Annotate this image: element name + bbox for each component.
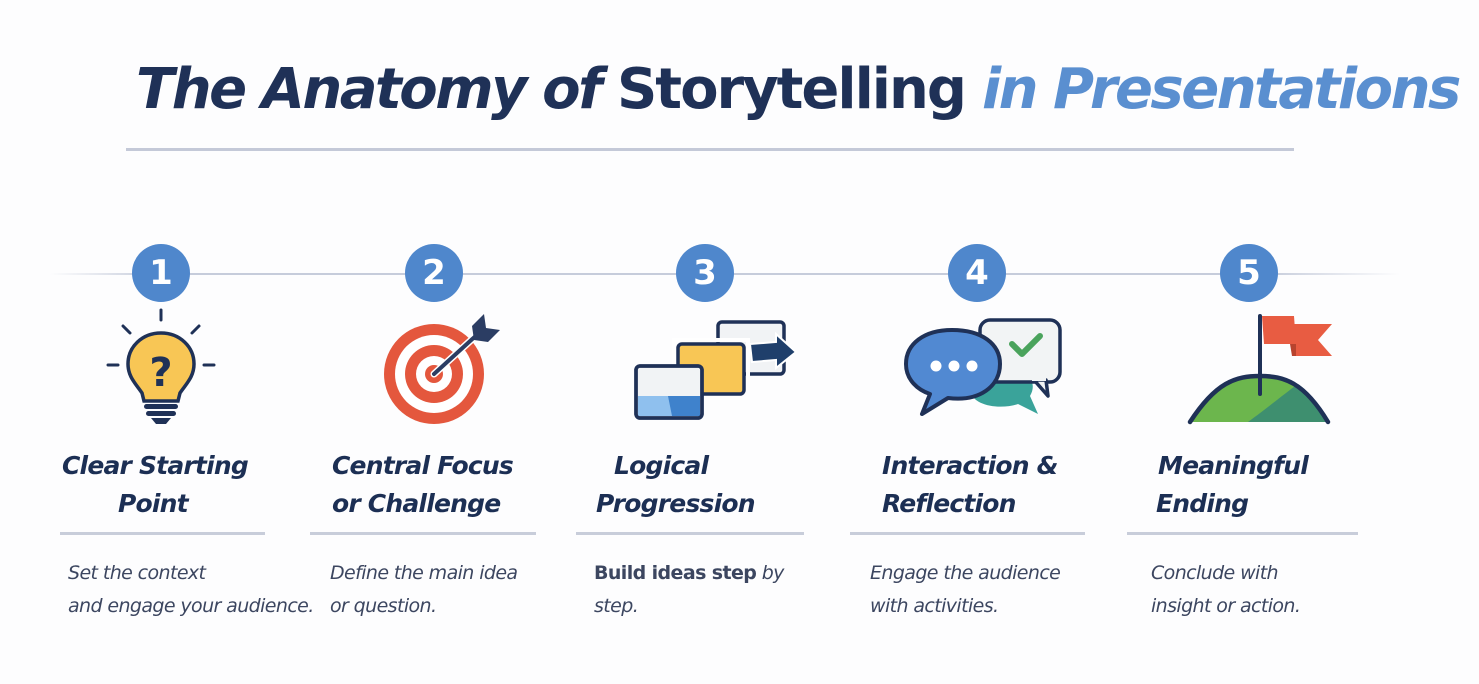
heading-line: Reflection: [882, 489, 1016, 518]
desc-line: insight or action.: [1151, 595, 1301, 617]
step-number-badge: 5: [1220, 244, 1278, 302]
step-heading: Meaningful Ending: [1156, 447, 1309, 523]
desc-line: Set the context: [68, 562, 206, 584]
heading-line: Clear Starting: [62, 451, 249, 480]
step-divider: [576, 532, 804, 535]
desc-line: Build ideas step by: [594, 557, 784, 590]
step-heading: Interaction & Reflection: [882, 447, 1058, 523]
step-description: Build ideas step by step.: [594, 557, 784, 623]
title-part-bold: Storytelling: [616, 57, 967, 122]
step-number-badge: 2: [405, 244, 463, 302]
step-4: 4 Interaction & Reflection Engage the au…: [0, 0, 1085, 684]
step-divider: [310, 532, 536, 535]
heading-line: Point: [118, 489, 189, 518]
desc-line: step.: [594, 595, 639, 617]
step-divider: [60, 532, 265, 535]
heading-line: Central Focus: [332, 451, 514, 480]
heading-line: or Challenge: [332, 489, 501, 518]
desc-line: Engage the audience: [870, 562, 1061, 584]
chat-bubbles-icon: [900, 306, 1070, 428]
step-heading: Clear Starting Point: [62, 447, 249, 523]
heading-line: Ending: [1156, 489, 1249, 518]
slides-progression-icon: [630, 306, 805, 428]
step-3: 3 Logical Progression Build ideas step b…: [0, 0, 804, 684]
title-part-accent: in Presentations: [964, 57, 1461, 122]
step-1: 1 ? Clear Starting Point Set the context…: [0, 0, 314, 684]
flag-on-hill-icon: [1186, 306, 1336, 428]
heading-line: Interaction &: [882, 451, 1058, 480]
svg-text:?: ?: [149, 350, 172, 396]
title-divider: [126, 148, 1294, 151]
heading-line: Logical: [614, 451, 709, 480]
desc-line: and engage your audience.: [68, 595, 314, 617]
step-number-badge: 4: [948, 244, 1006, 302]
step-description: Engage the audience with activities.: [870, 557, 1061, 623]
step-description: Conclude with insight or action.: [1151, 557, 1301, 623]
step-number-badge: 3: [676, 244, 734, 302]
step-heading: Logical Progression: [596, 447, 756, 523]
step-description: Define the main idea or question.: [330, 557, 518, 623]
step-description: Set the context and engage your audience…: [68, 557, 314, 623]
desc-bold-text: Build ideas step: [594, 562, 757, 584]
title-part-regular: The Anatomy of: [136, 57, 617, 122]
desc-text: by: [756, 562, 785, 584]
step-2: 2 Central Focus or Challenge Define the …: [0, 0, 536, 684]
step-number-badge: 1: [132, 244, 190, 302]
desc-line: with activities.: [870, 595, 999, 617]
lightbulb-question-icon: ?: [92, 306, 232, 428]
step-heading: Central Focus or Challenge: [332, 447, 514, 523]
heading-line: Progression: [596, 489, 756, 518]
step-divider: [1127, 532, 1358, 535]
heading-line: Meaningful: [1158, 451, 1309, 480]
step-5: 5 Meaningful Ending Conclude with insigh…: [0, 0, 1358, 684]
page-title: The Anatomy of Storytelling in Presentat…: [136, 52, 1461, 128]
step-divider: [850, 532, 1085, 535]
target-arrow-icon: [368, 306, 508, 428]
desc-line: Conclude with: [1151, 562, 1279, 584]
desc-line: Define the main idea: [330, 562, 518, 584]
desc-line: or question.: [330, 595, 437, 617]
